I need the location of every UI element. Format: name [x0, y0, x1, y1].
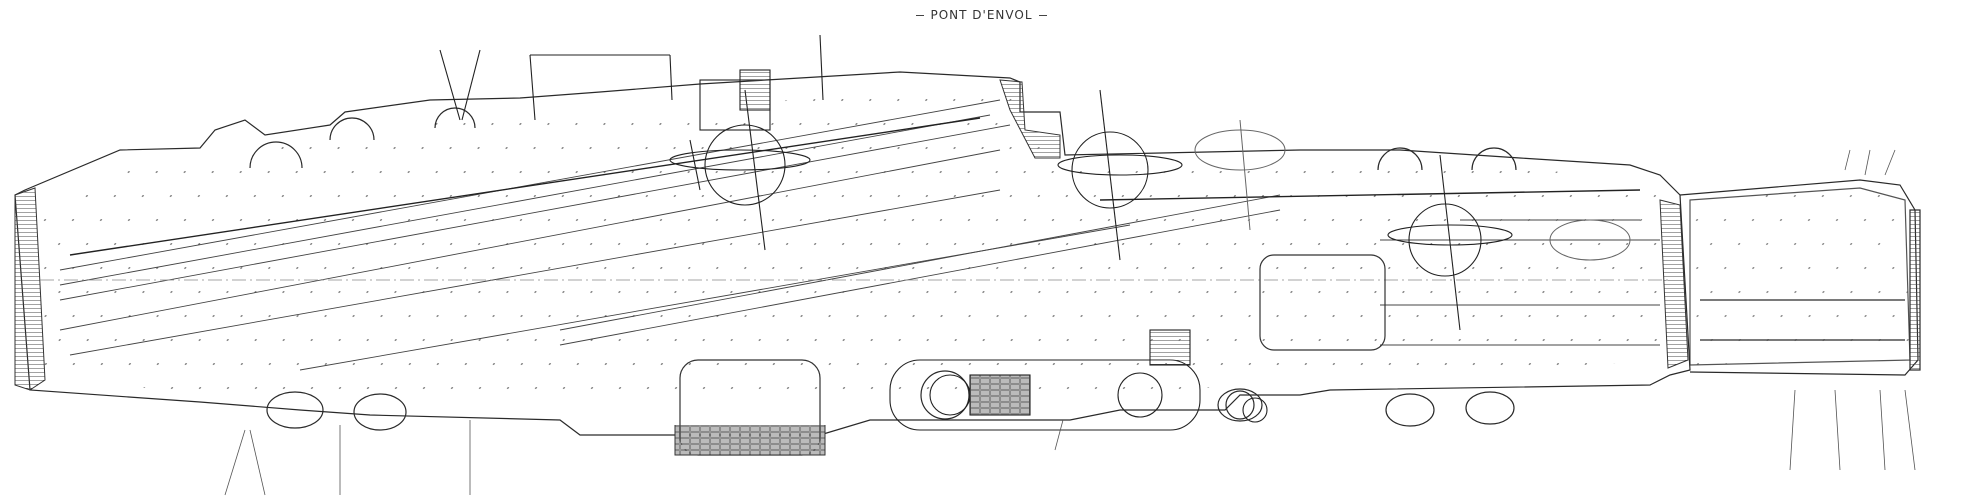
island-structure [439, 34, 824, 131]
bow-plating [1659, 199, 1689, 369]
aircraft-3 [1387, 154, 1513, 331]
deck-outline [14, 71, 1691, 436]
machinery-pit [889, 329, 1268, 431]
forward-elevator [1259, 254, 1386, 351]
straight-deck-lines [1380, 219, 1660, 346]
aircraft-1 [669, 89, 811, 251]
aircraft-2 [1057, 89, 1183, 261]
angled-deck-lines [59, 99, 1281, 371]
leader-lines [224, 149, 1916, 496]
aircraft-4 [1194, 119, 1631, 261]
side-elevator [674, 359, 826, 456]
deck-surface [40, 92, 1670, 405]
title-dash-left [916, 15, 925, 16]
catapult-tracks [69, 117, 1641, 256]
bow-extension [1679, 179, 1921, 376]
title-dash-right [1038, 15, 1047, 16]
drawing-title: PONT D'ENVOL [0, 8, 1963, 22]
gun-sponsons [249, 107, 1517, 431]
island-base [999, 79, 1061, 159]
title-text: PONT D'ENVOL [930, 8, 1033, 22]
stern-plating [14, 187, 46, 391]
